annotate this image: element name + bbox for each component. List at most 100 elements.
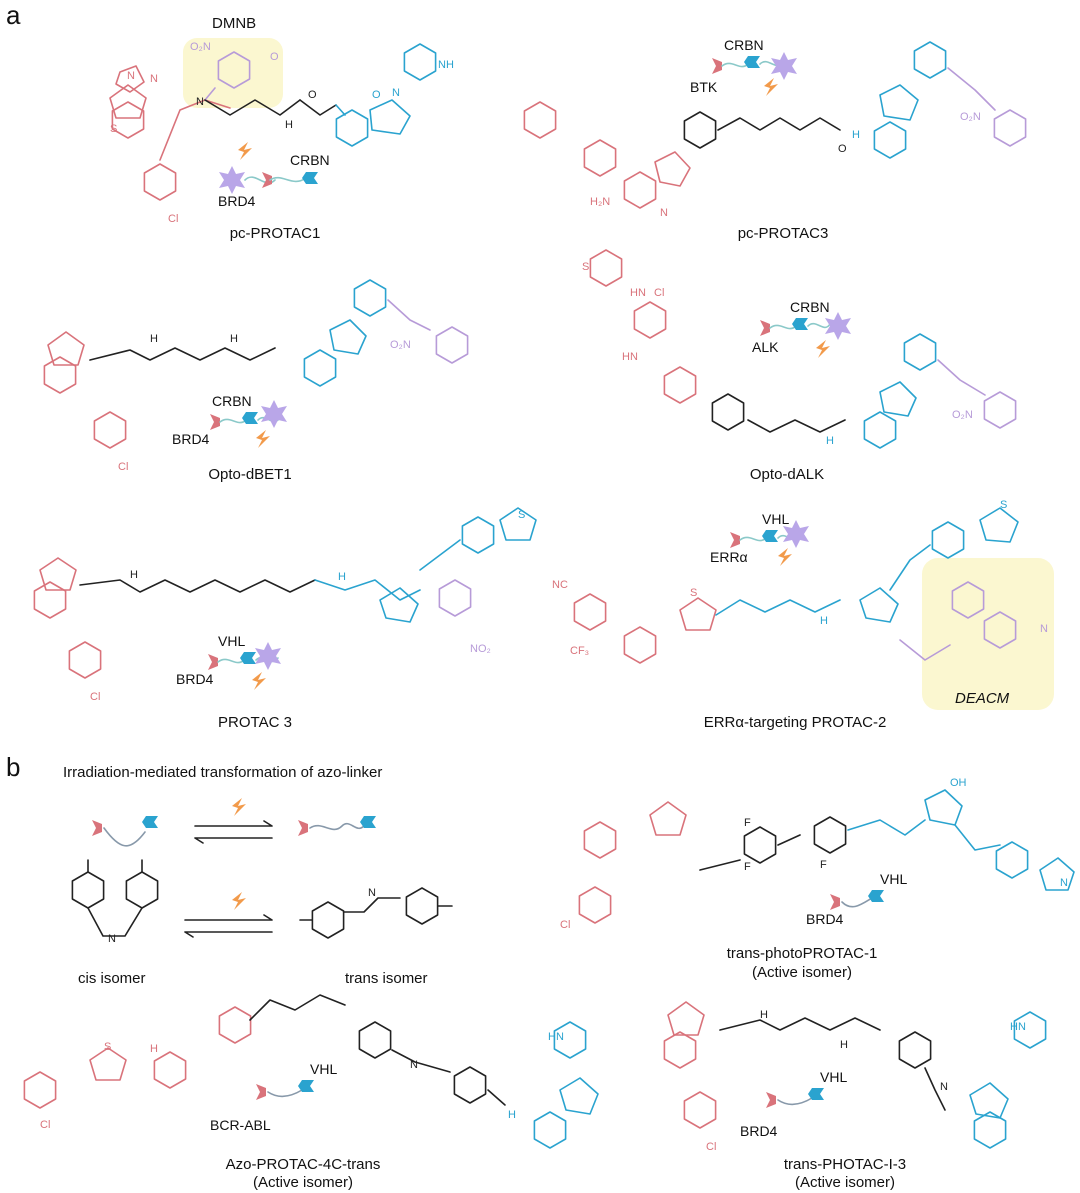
svg-text:O: O (838, 143, 847, 155)
dmnb-highlight (183, 38, 283, 108)
svg-text:F: F (744, 817, 751, 829)
pc-protac3-structure: H₂N N H O O₂N CRBN BTK (523, 37, 1027, 219)
cage-label-dmnb: DMNB (212, 15, 257, 32)
erra-protac2-structure: NC CF₃ S H S N VHL ERRα (552, 499, 1048, 664)
compound-name-protac3: PROTAC 3 (218, 714, 292, 731)
svg-text:VHL: VHL (820, 1069, 847, 1085)
svg-text:VHL: VHL (762, 511, 789, 527)
svg-text:Cl: Cl (706, 1141, 716, 1153)
svg-text:S: S (690, 587, 697, 599)
compound-name-trans-photoprotac1: trans-photoPROTAC-1 (726, 945, 878, 962)
svg-text:N: N (1060, 877, 1068, 889)
svg-text:ALK: ALK (752, 339, 779, 355)
compound-name-erra-protac2: ERRα-targeting PROTAC-2 (703, 714, 887, 731)
svg-text:O₂N: O₂N (190, 41, 211, 53)
svg-text:HN: HN (1010, 1021, 1026, 1033)
active-isomer-label-1: (Active isomer) (751, 964, 853, 981)
svg-text:OH: OH (950, 777, 967, 789)
svg-text:VHL: VHL (880, 871, 907, 887)
azo-protac4c-structure: Cl S H N H HN VHL BCR-ABL (23, 994, 599, 1149)
protac3-structure: Cl H H S NO₂ VHL BRD4 (33, 507, 537, 703)
svg-text:H: H (338, 571, 346, 583)
svg-text:H: H (852, 129, 860, 141)
svg-text:HN: HN (630, 287, 646, 299)
svg-text:BRD4: BRD4 (176, 671, 214, 687)
svg-text:CF₃: CF₃ (570, 645, 589, 657)
compound-name-pc-protac1: pc-PROTAC1 (229, 225, 321, 242)
svg-text:N: N (127, 70, 135, 82)
compound-name-trans-photac: trans-PHOTAC-I-3 (783, 1156, 907, 1173)
svg-text:H: H (826, 435, 834, 447)
svg-text:BTK: BTK (690, 79, 718, 95)
svg-text:NC: NC (552, 579, 568, 591)
svg-text:H: H (840, 1039, 848, 1051)
azo-switch-cartoon: N N (71, 798, 453, 945)
svg-text:O₂N: O₂N (960, 111, 981, 123)
svg-text:O: O (308, 89, 317, 101)
svg-text:H: H (820, 615, 828, 627)
svg-text:Cl: Cl (40, 1119, 50, 1131)
opto-dalk-structure: S HN Cl HN H O₂N CRBN ALK (582, 249, 1017, 449)
deacm-highlight (922, 558, 1054, 710)
compound-name-azo-protac4c: Azo-PROTAC-4C-trans (225, 1156, 381, 1173)
svg-text:O₂N: O₂N (952, 409, 973, 421)
svg-text:H: H (285, 119, 293, 131)
svg-text:N: N (108, 933, 116, 945)
trans-photac-structure: Cl H H N HN VHL BRD4 (663, 1001, 1047, 1153)
cis-isomer-label: cis isomer (78, 970, 146, 987)
svg-text:NH: NH (438, 59, 454, 71)
svg-text:CRBN: CRBN (290, 152, 330, 168)
svg-text:N: N (368, 887, 376, 899)
svg-text:VHL: VHL (218, 633, 245, 649)
svg-text:BRD4: BRD4 (218, 193, 256, 209)
svg-text:F: F (820, 859, 827, 871)
svg-text:N: N (1040, 623, 1048, 635)
svg-text:H: H (230, 333, 238, 345)
svg-text:CRBN: CRBN (790, 299, 830, 315)
compound-name-opto-dalk: Opto-dALK (749, 466, 825, 483)
opto-dbet1-structure: Cl H H O₂N CRBN BRD4 (43, 279, 469, 473)
svg-text:H: H (508, 1109, 516, 1121)
svg-text:N: N (392, 87, 400, 99)
active-isomer-label-2: (Active isomer) (252, 1174, 354, 1191)
svg-text:BRD4: BRD4 (172, 431, 210, 447)
svg-text:Cl: Cl (90, 691, 100, 703)
svg-text:S: S (1000, 499, 1007, 511)
svg-text:H: H (760, 1009, 768, 1021)
svg-text:Cl: Cl (560, 919, 570, 931)
svg-text:S: S (110, 123, 117, 135)
svg-text:H: H (150, 1043, 158, 1055)
svg-text:CRBN: CRBN (724, 37, 764, 53)
panel-label-a: a (6, 0, 21, 30)
trans-photoprotac1-structure: Cl F F F OH N VHL BRD4 (560, 777, 1075, 931)
trans-isomer-label: trans isomer (345, 970, 428, 987)
svg-text:HN: HN (548, 1031, 564, 1043)
svg-text:O: O (372, 89, 381, 101)
pc-protac1-structure: N N S Cl N H O O₂N O N NH O CRBN BRD4 (109, 41, 454, 225)
svg-text:N: N (660, 207, 668, 219)
svg-text:ERRα: ERRα (710, 549, 748, 565)
svg-text:NO₂: NO₂ (470, 643, 491, 655)
svg-text:H: H (130, 569, 138, 581)
compound-name-pc-protac3: pc-PROTAC3 (737, 225, 829, 242)
svg-text:BRD4: BRD4 (806, 911, 844, 927)
compound-name-opto-dbet1: Opto-dBET1 (208, 466, 292, 483)
svg-text:BRD4: BRD4 (740, 1123, 778, 1139)
svg-text:F: F (744, 861, 751, 873)
svg-text:S: S (518, 509, 525, 521)
svg-text:N: N (196, 96, 204, 108)
svg-text:H₂N: H₂N (590, 196, 610, 208)
svg-text:N: N (410, 1059, 418, 1071)
svg-text:N: N (150, 73, 158, 85)
svg-text:S: S (582, 261, 589, 273)
svg-text:Cl: Cl (654, 287, 664, 299)
active-isomer-label-3: (Active isomer) (794, 1174, 896, 1191)
svg-text:S: S (104, 1041, 111, 1053)
svg-text:CRBN: CRBN (212, 393, 252, 409)
azo-linker-title: Irradiation-mediated transformation of a… (63, 764, 383, 781)
svg-text:HN: HN (622, 351, 638, 363)
svg-text:VHL: VHL (310, 1061, 337, 1077)
svg-text:H: H (150, 333, 158, 345)
panel-label-b: b (6, 752, 21, 782)
